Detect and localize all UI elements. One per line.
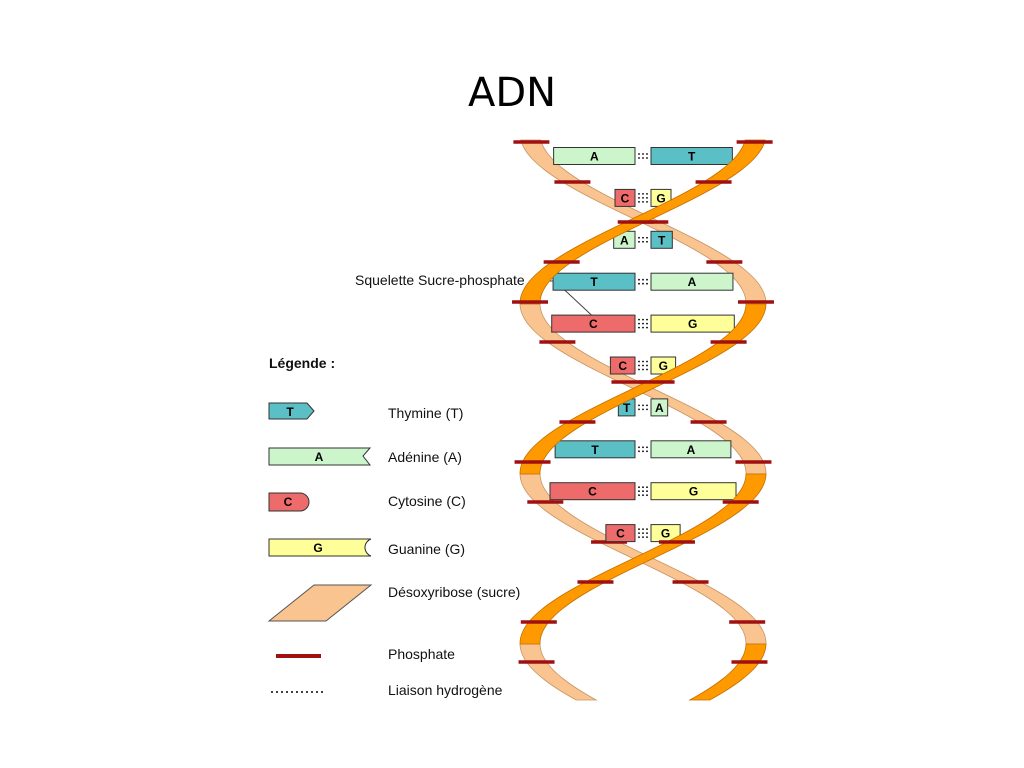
base-left-letter-9: C [616,527,625,541]
base-right-2 [650,230,673,249]
base-right-letter-7: A [687,443,696,457]
hydrogen-bond-7 [638,446,648,453]
base-left-1 [614,188,636,207]
hydrogen-bond-2 [638,236,648,243]
base-right-8 [650,482,737,501]
base-right-letter-6: A [655,401,664,415]
base-right-letter-4: G [688,317,697,331]
base-right-letter-0: T [688,150,696,164]
base-right-letter-1: G [656,191,665,205]
legend-label-cytosine: Cytosine (C) [388,493,466,509]
base-left-3 [552,272,636,291]
base-right-letter-8: G [689,485,698,499]
base-right-4 [650,314,735,333]
backbone-strand-a-segment-2 [519,473,767,645]
backbone-callout-label: Squelette Sucre-phosphate [355,272,525,288]
base-left-letter-8: C [588,485,597,499]
base-right-letter-2: T [658,233,666,247]
legend-label-hbond: Liaison hydrogène [388,682,503,698]
base-right-7 [650,440,732,459]
base-right-0 [650,147,733,165]
backbone-strand-a-segment-3 [519,643,598,701]
hydrogen-bond-8 [638,486,648,497]
legend-heading: Légende : [269,355,336,371]
backbone-strand-b-segment-1 [519,303,767,475]
hydrogen-bond-3 [638,278,648,285]
hydrogen-bond-6 [638,404,648,411]
base-left-letter-5: C [618,359,627,373]
hydrogen-bond-1 [638,193,648,203]
legend-label-thymine: Thymine (T) [388,405,464,421]
base-left-letter-4: C [589,317,598,331]
base-left-5 [609,356,636,375]
base-left-letter-7: T [591,443,599,457]
hydrogen-bond-9 [638,528,648,538]
base-left-letter-0: A [590,150,599,164]
legend-label-guanine: Guanine (G) [388,541,466,557]
hydrogen-bond-4 [638,318,648,329]
backbone-strand-b-segment-3 [688,643,767,701]
base-left-0 [553,147,636,165]
base-left-letter-6: T [623,401,631,415]
hydrogen-bond-0 [638,153,648,159]
base-left-4 [551,314,636,333]
base-left-letter-1: C [621,191,630,205]
base-left-7 [554,440,636,459]
helix-front-strand [512,139,773,701]
base-right-6 [650,398,669,417]
base-left-8 [549,482,636,501]
legend-label-sugar: Désoxyribose (sucre) [388,584,521,600]
base-left-letter-3: T [590,275,598,289]
base-left-letter-2: A [620,233,629,247]
base-left-9 [605,524,636,543]
page-title: ADN [467,70,557,116]
base-right-letter-3: A [688,275,697,289]
legend-label-phosphate: Phosphate [388,646,455,662]
base-right-letter-9: G [661,527,670,541]
base-right-letter-5: G [659,359,668,373]
hydrogen-bond-5 [638,360,648,371]
legend-label-adenine: Adénine (A) [388,449,462,465]
base-right-3 [650,272,734,291]
